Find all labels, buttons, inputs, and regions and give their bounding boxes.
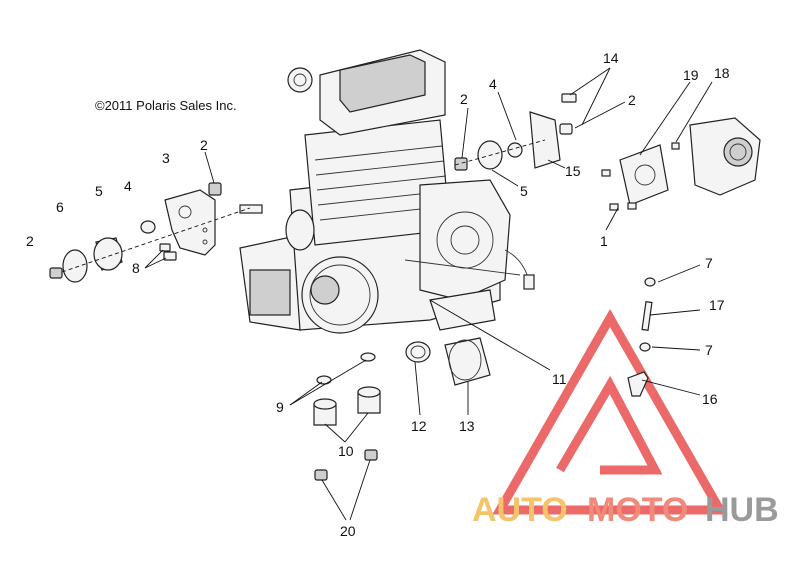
callout-7[interactable]: 7 — [705, 342, 713, 358]
throttle-body-group — [601, 117, 761, 211]
flange-nut-far-left — [49, 267, 63, 279]
spacer-left — [62, 249, 88, 283]
engine-assembly — [239, 49, 535, 334]
valve-cover — [339, 54, 426, 113]
transmission-housing — [429, 289, 496, 331]
callout-10[interactable]: 10 — [338, 443, 354, 459]
watermark-wordmark: AUTO MOTO HUB — [472, 491, 779, 529]
callout-4[interactable]: 4 — [489, 76, 497, 92]
callout-5[interactable]: 5 — [520, 183, 528, 199]
callout-15[interactable]: 15 — [565, 163, 581, 179]
cylinder-fins — [314, 145, 449, 221]
screw-1a — [601, 169, 611, 177]
watermark-text-auto: AUTO — [472, 491, 568, 529]
nut-20a — [314, 469, 328, 481]
callout-5[interactable]: 5 — [95, 183, 103, 199]
front-mount-bracket — [164, 189, 216, 256]
callout-7[interactable]: 7 — [705, 255, 713, 271]
upper-right-mount-group — [454, 93, 577, 171]
grommet-16 — [627, 371, 649, 397]
callout-14[interactable]: 14 — [603, 50, 619, 66]
watermark-outer-triangle — [492, 308, 728, 515]
stator-hub — [310, 275, 340, 305]
nut-20b — [364, 449, 378, 461]
watermark-inner-mark — [556, 375, 663, 475]
callout-20[interactable]: 20 — [340, 523, 356, 539]
throttle-bracket — [619, 144, 669, 206]
watermark-logo — [492, 308, 728, 515]
intake-boot — [444, 337, 491, 386]
dowel-pin-17 — [641, 301, 653, 331]
bolt-14b — [559, 123, 573, 135]
lower-mount-group — [313, 352, 381, 481]
callout-2[interactable]: 2 — [628, 92, 636, 108]
watermark-text-hub: HUB — [705, 491, 779, 529]
washer-9a — [316, 375, 332, 385]
callout-19[interactable]: 19 — [683, 67, 699, 83]
callout-17[interactable]: 17 — [709, 297, 725, 313]
callout-2[interactable]: 2 — [200, 137, 208, 153]
bolt-8a — [159, 243, 171, 252]
screw-1b — [609, 203, 619, 211]
callout-2[interactable]: 2 — [460, 91, 468, 107]
left-mount-group — [49, 182, 263, 283]
callout-18[interactable]: 18 — [714, 65, 730, 81]
callout-4[interactable]: 4 — [124, 178, 132, 194]
callout-6[interactable]: 6 — [56, 199, 64, 215]
clutch-cover — [419, 179, 511, 301]
callout-labels: 1 2 2 2 2 3 4 4 5 5 6 7 7 8 9 10 11 12 1… — [26, 50, 730, 539]
o-ring-7a — [644, 277, 656, 287]
starter-motor — [285, 209, 315, 251]
flange-nut-upper-left — [208, 182, 222, 196]
o-ring-7b — [639, 342, 651, 352]
callout-2[interactable]: 2 — [26, 233, 34, 249]
washer-right — [507, 142, 523, 158]
callout-13[interactable]: 13 — [459, 418, 475, 434]
bolt-14a — [561, 93, 577, 103]
leader-lines — [144, 67, 713, 521]
copyright-notice: ©2011 Polaris Sales Inc. — [95, 98, 237, 113]
washer-9b — [360, 352, 376, 362]
washer-left — [140, 220, 156, 234]
callout-9[interactable]: 9 — [276, 399, 284, 415]
mount-stud — [239, 204, 263, 214]
callout-1[interactable]: 1 — [600, 233, 608, 249]
callout-12[interactable]: 12 — [411, 418, 427, 434]
intake-boot-group — [405, 337, 491, 386]
callout-3[interactable]: 3 — [162, 150, 170, 166]
callout-11[interactable]: 11 — [552, 371, 567, 387]
watermark-text-moto: MOTO — [587, 491, 688, 529]
callout-16[interactable]: 16 — [702, 391, 718, 407]
pin-group — [627, 277, 656, 397]
flange-nut-upper-center — [454, 157, 468, 171]
intake-port — [287, 67, 313, 93]
hose-clamp — [405, 341, 431, 363]
callout-8[interactable]: 8 — [132, 260, 140, 276]
oil-pan — [249, 269, 291, 316]
bolt-8b — [163, 251, 177, 261]
